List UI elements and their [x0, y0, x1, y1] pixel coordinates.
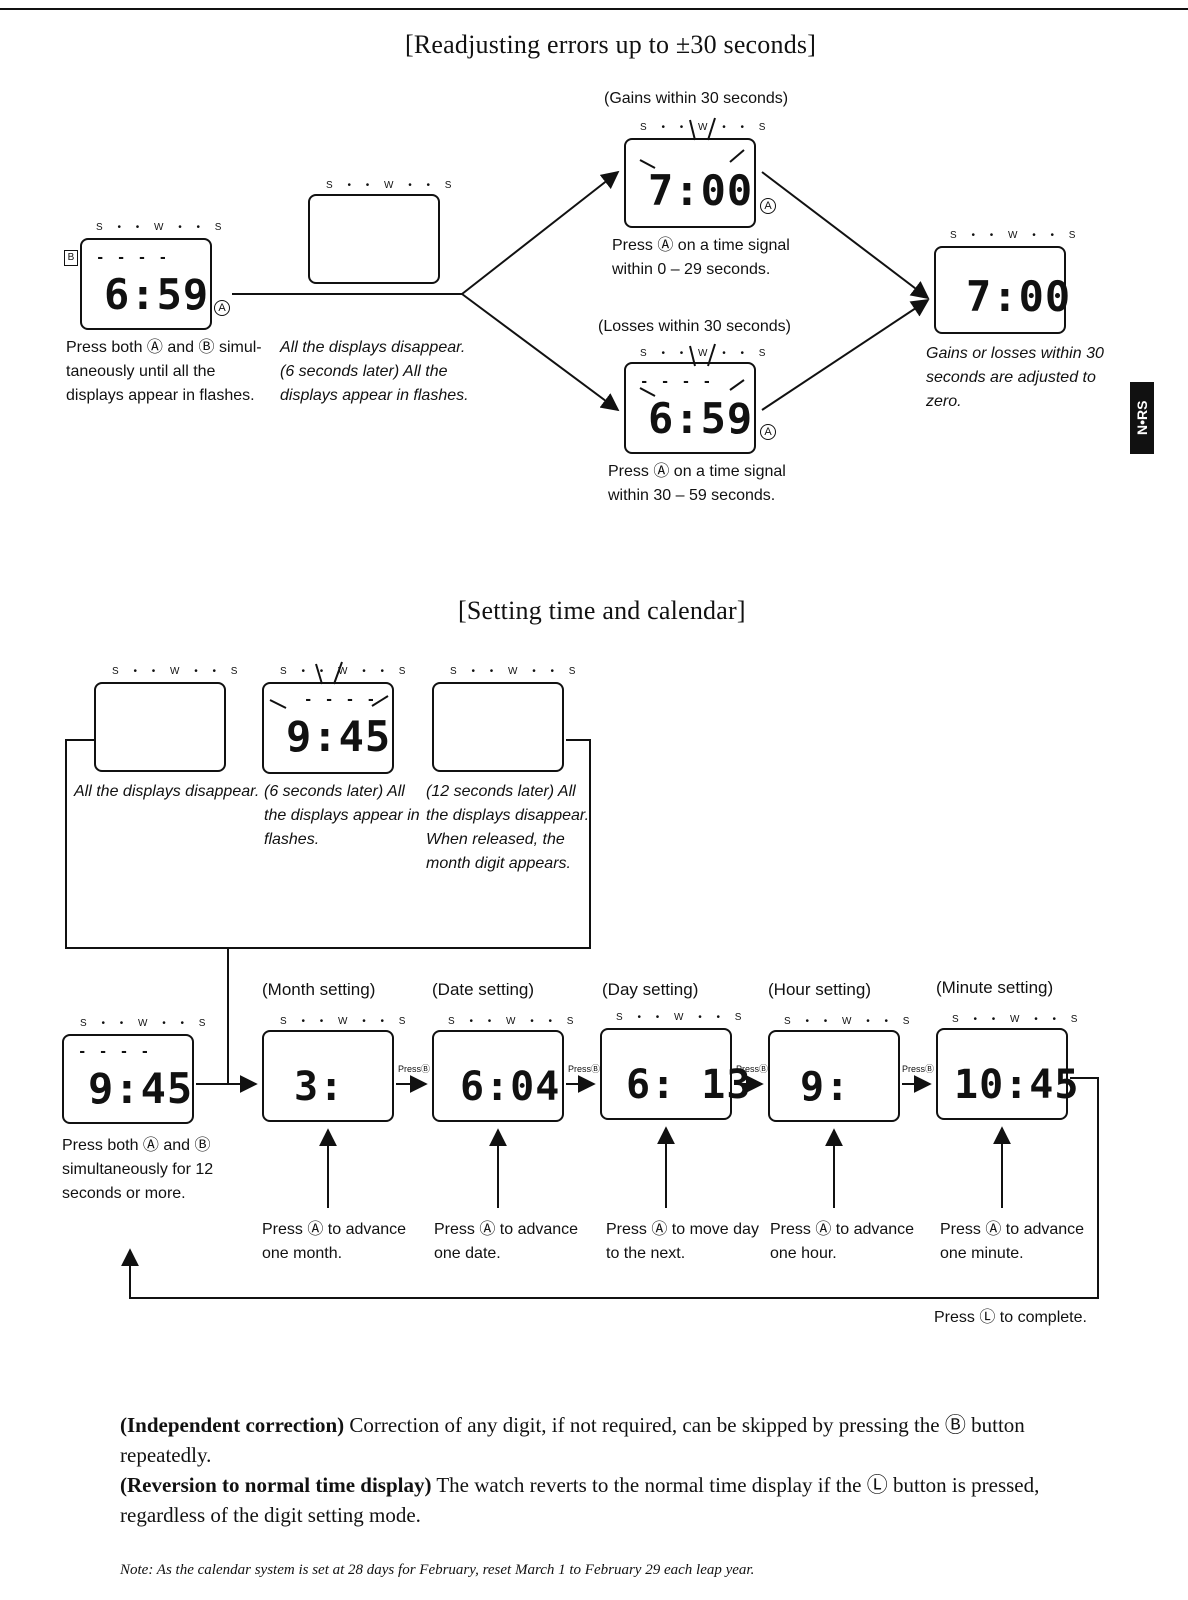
caption-gains: Press Ⓐ on a time signal within 0 – 29 s…: [612, 237, 790, 278]
watch-display-flashing: - - - - 9:45: [262, 682, 394, 774]
watch-display-minute: 10:45: [936, 1028, 1078, 1120]
note-text-reversion: The watch reverts to the normal time dis…: [120, 1473, 1040, 1527]
display-time: 9:45: [286, 712, 392, 761]
week-indicator: S • • W • • S: [80, 1018, 212, 1029]
watch-display-result: 7:00: [934, 246, 1070, 334]
watch-display-hour: 9:: [768, 1030, 900, 1122]
display-dashes: - - - -: [78, 1044, 152, 1060]
section-title-readjusting: [Readjusting errors up to ±30 seconds]: [405, 30, 817, 59]
watch-display-blank: [308, 194, 440, 284]
label-losses: (Losses within 30 seconds): [598, 318, 791, 335]
caption-date: Press Ⓐ to advance one date.: [434, 1221, 579, 1262]
section-title-setting: [Setting time and calendar]: [458, 596, 746, 625]
week-indicator: S • • W • • S: [280, 666, 412, 677]
press-b-label: PressⒷ: [568, 1064, 601, 1074]
note-text-independent: Correction of any digit, if not required…: [120, 1413, 1025, 1467]
caption-flashes: (6 seconds later) All the displays appea…: [264, 783, 420, 848]
week-indicator: S • • W • • S: [784, 1016, 916, 1027]
watch-display-month: 3:: [262, 1030, 394, 1122]
watch-display-blank-2: [432, 682, 564, 772]
week-indicator: S • • W • • S: [450, 666, 582, 677]
week-indicator: S • • W • • S: [112, 666, 244, 677]
week-indicator: S • • W • • S: [96, 222, 228, 233]
caption-start: Press both Ⓐ and Ⓑ simul- taneously unti…: [66, 339, 262, 404]
display-time: 7:00: [648, 166, 754, 215]
week-indicator: S • • W • • S: [950, 230, 1082, 241]
note-head-reversion: (Reversion to normal time display): [120, 1473, 432, 1497]
heading-month-setting: (Month setting): [262, 980, 376, 999]
week-indicator: S • • W • • S: [616, 1012, 748, 1023]
week-indicator: S • • W • • S: [640, 348, 772, 359]
arrow-to-losses: [461, 293, 620, 412]
caption-start-setting: Press both Ⓐ and Ⓑ simultaneously for 12…: [62, 1137, 214, 1202]
caption-hour: Press Ⓐ to advance one hour.: [770, 1221, 915, 1262]
week-indicator: S • • W • • S: [952, 1014, 1084, 1025]
a-button-icon: A: [214, 300, 230, 316]
display-value: 6:04: [460, 1064, 561, 1110]
week-indicator: S • • W • • S: [326, 180, 458, 191]
footnote: Note: As the calendar system is set at 2…: [120, 1562, 755, 1578]
caption-released: (12 seconds later) All the displays disa…: [426, 783, 590, 872]
display-dashes: - - - -: [640, 374, 714, 390]
display-value: 6: 13: [626, 1062, 752, 1108]
label-gains: (Gains within 30 seconds): [604, 90, 789, 107]
watch-display-blank-1: [94, 682, 226, 772]
display-value: 9:: [800, 1064, 851, 1110]
display-value: 10:45: [954, 1062, 1080, 1108]
caption-month: Press Ⓐ to advance one month.: [262, 1221, 407, 1262]
watch-display-losses: - - - - 6:59: [624, 362, 756, 454]
display-time: 7:00: [966, 272, 1072, 321]
a-button-icon: A: [760, 198, 776, 214]
caption-complete: Press Ⓛ to complete.: [934, 1309, 1087, 1326]
a-button-icon: A: [760, 424, 776, 440]
week-indicator: S • • W • • S: [448, 1016, 580, 1027]
press-b-label: PressⒷ: [398, 1064, 431, 1074]
caption-blank: All the displays disappear. (6 seconds l…: [280, 339, 469, 404]
display-time: 6:59: [648, 394, 754, 443]
display-time: 6:59: [104, 270, 210, 319]
heading-minute-setting: (Minute setting): [936, 978, 1054, 997]
note-head-independent: (Independent correction): [120, 1413, 345, 1437]
caption-losses: Press Ⓐ on a time signal within 30 – 59 …: [608, 463, 786, 504]
display-dashes: - - - -: [304, 692, 378, 708]
heading-hour-setting: (Hour setting): [768, 980, 871, 999]
press-b-label: PressⒷ: [736, 1064, 769, 1074]
notes-block: (Independent correction) Correction of a…: [120, 1410, 1100, 1530]
arrow-to-gains: [461, 170, 620, 295]
display-time: 9:45: [88, 1064, 194, 1113]
watch-display-start-setting: - - - - 9:45: [62, 1034, 194, 1124]
top-rule: [0, 8, 1188, 10]
b-button-icon: B: [64, 250, 78, 266]
week-indicator: S • • W • • S: [280, 1016, 412, 1027]
caption-minute: Press Ⓐ to advance one minute.: [940, 1221, 1085, 1262]
press-b-label: PressⒷ: [902, 1064, 935, 1074]
heading-date-setting: (Date setting): [432, 980, 535, 999]
watch-display-date: 6:04: [432, 1030, 564, 1122]
caption-disappear: All the displays disappear.: [74, 783, 260, 800]
week-indicator: S • • W • • S: [640, 122, 772, 133]
watch-display-day: 6: 13: [600, 1028, 750, 1120]
display-value: 3:: [294, 1064, 345, 1110]
heading-day-setting: (Day setting): [602, 980, 699, 999]
arrow-losses-to-result: [761, 299, 930, 411]
watch-display-start: - - - - 6:59: [80, 238, 212, 330]
caption-result: Gains or losses within 30 seconds are ad…: [926, 345, 1104, 410]
side-tab-label: N•RS: [1130, 382, 1154, 454]
caption-day: Press Ⓐ to move day to the next.: [606, 1221, 759, 1262]
watch-display-gains: 7:00: [624, 138, 756, 228]
display-dashes: - - - -: [96, 250, 170, 266]
